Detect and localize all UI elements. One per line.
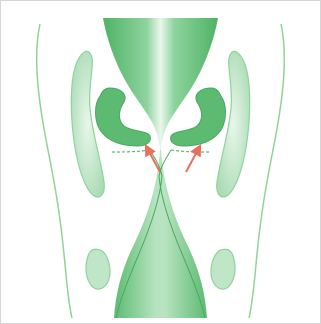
central-tube-lower — [114, 150, 207, 318]
outer-outline-right — [249, 24, 284, 318]
outer-outline-left — [37, 24, 72, 318]
dashed-line-right — [171, 150, 209, 152]
dashed-line-left — [112, 150, 150, 152]
lower-lobe-left — [86, 249, 110, 289]
lower-lobe-right — [211, 249, 235, 289]
arrow-icon — [146, 146, 160, 172]
arrow-icon — [186, 146, 200, 172]
